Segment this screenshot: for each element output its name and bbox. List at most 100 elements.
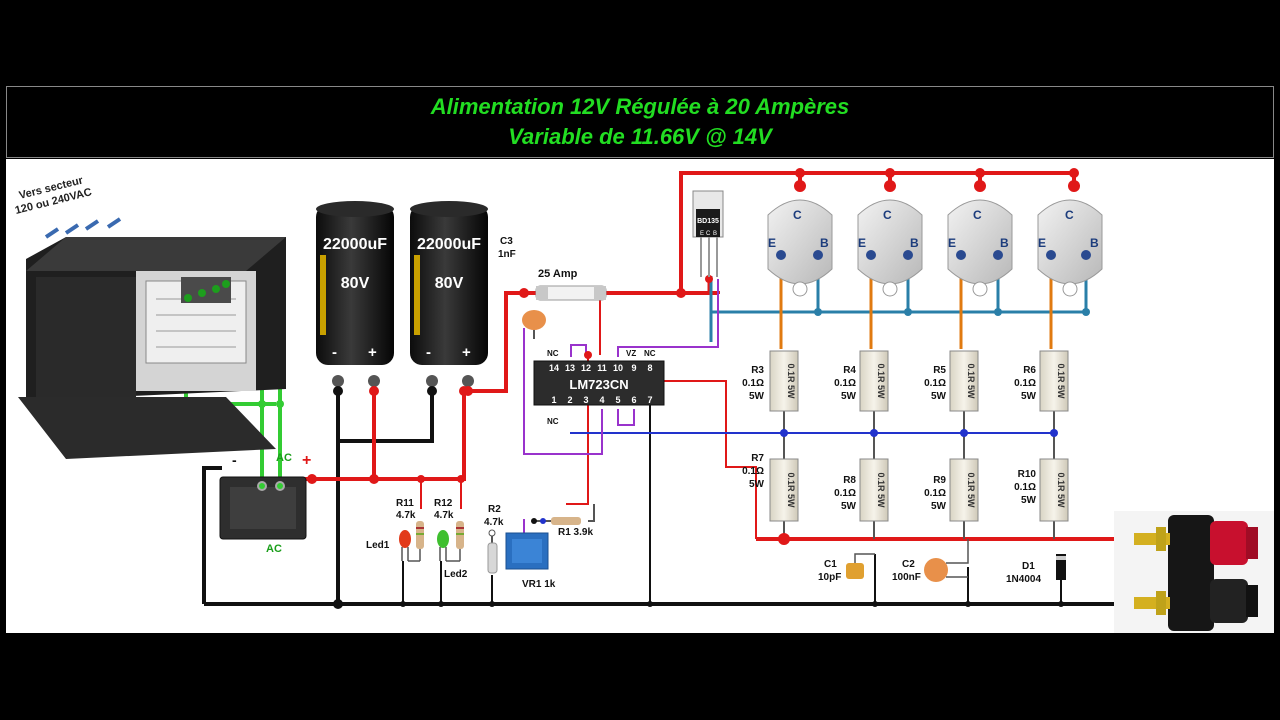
ic-pin-12: 12 — [581, 363, 591, 373]
c2-name: C2 — [902, 559, 915, 570]
t1-emitter: E — [768, 236, 776, 250]
c2-value: 100nF — [892, 572, 921, 583]
r2-resistor: R2 4.7k — [484, 504, 504, 574]
r8-body: 0.1R 5W — [876, 472, 886, 508]
bd135-driver: BD135 E C B — [692, 190, 724, 277]
ic-pin-2: 2 — [567, 395, 572, 405]
cap2-plus: + — [462, 344, 471, 361]
cap2-minus: - — [426, 344, 431, 361]
ic-pin-10: 10 — [613, 363, 623, 373]
resistor-r7: 0.1R 5W R7 0.1Ω 5W — [742, 453, 799, 522]
bridge-ac-bottom-label: AC — [266, 543, 282, 555]
ic-pin-7: 7 — [647, 395, 652, 405]
power-transistor-1: C E B — [767, 180, 833, 297]
r6-value: 0.1Ω — [1014, 378, 1036, 389]
schematic-canvas: Vers secteur 120 ou 240VAC AC AC - + 220… — [6, 159, 1274, 633]
driver-pin-e: E — [700, 231, 704, 237]
r11-value: 4.7k — [396, 510, 416, 521]
cap1-minus: - — [332, 344, 337, 361]
fuse: 25 Amp — [535, 268, 607, 301]
r7-value: 0.1Ω — [742, 466, 764, 477]
r4-body: 0.1R 5W — [876, 363, 886, 399]
resistor-r5: 0.1R 5W R5 0.1Ω 5W — [924, 350, 979, 412]
r3-value: 0.1Ω — [742, 378, 764, 389]
ic-pin-6: 6 — [631, 395, 636, 405]
t4-emitter: E — [1038, 236, 1046, 250]
r8-name: R8 — [843, 475, 856, 486]
d1-name: D1 — [1022, 561, 1035, 572]
ic-pin-8: 8 — [647, 363, 652, 373]
filter-capacitor-2: 22000uF 80V - + — [410, 201, 488, 396]
r10-power: 5W — [1021, 495, 1037, 506]
driver-pin-c: C — [706, 231, 711, 237]
r3-body: 0.1R 5W — [786, 363, 796, 399]
r10-value: 0.1Ω — [1014, 482, 1036, 493]
ic-pin-4: 4 — [599, 395, 604, 405]
ic-minus: - — [538, 401, 542, 415]
lm723-ic: LM723CN - 14 13 12 11 10 9 8 1 2 3 4 5 6… — [533, 349, 665, 426]
title-bar: Alimentation 12V Régulée à 20 Ampères Va… — [6, 86, 1274, 158]
vr1-label: VR1 1k — [522, 579, 556, 590]
ic-pin-1: 1 — [551, 395, 556, 405]
bridge-plus-label: + — [302, 452, 311, 469]
capacitor-c1: C1 10pF — [818, 553, 875, 583]
r4-power: 5W — [841, 391, 857, 402]
t2-base: B — [910, 236, 919, 250]
resistor-r3: 0.1R 5W R3 0.1Ω 5W — [742, 350, 799, 412]
cap2-value: 22000uF — [417, 236, 481, 253]
r1-label: R1 3.9k — [558, 527, 593, 538]
t1-collector: C — [793, 208, 802, 222]
r3-power: 5W — [749, 391, 765, 402]
transformer — [18, 237, 286, 459]
t3-emitter: E — [948, 236, 956, 250]
led-section: R11 4.7k R12 4.7k Led1 Led2 — [366, 498, 468, 580]
output-terminals — [1114, 511, 1274, 633]
c1-value: 10pF — [818, 572, 841, 583]
resistor-r6: 0.1R 5W R6 0.1Ω 5W — [1014, 350, 1069, 412]
driver-name: BD135 — [697, 218, 719, 225]
t4-base: B — [1090, 236, 1099, 250]
title-line-1: Alimentation 12V Régulée à 20 Ampères — [430, 94, 850, 119]
r12-value: 4.7k — [434, 510, 454, 521]
driver-pin-b: B — [713, 231, 717, 237]
r1-resistor: R1 3.9k — [531, 517, 593, 538]
bridge-minus-label: - — [232, 452, 237, 468]
r2-name: R2 — [488, 504, 501, 515]
r5-body: 0.1R 5W — [966, 363, 976, 399]
bridge-rectifier: AC AC - + — [219, 452, 311, 555]
r9-power: 5W — [931, 501, 947, 512]
r8-value: 0.1Ω — [834, 488, 856, 499]
r9-value: 0.1Ω — [924, 488, 946, 499]
ic-name: LM723CN — [569, 377, 628, 392]
r3-name: R3 — [751, 365, 764, 376]
t3-base: B — [1000, 236, 1009, 250]
c1-name: C1 — [824, 559, 837, 570]
filter-capacitor-1: 22000uF 80V - + — [316, 201, 394, 396]
r10-body: 0.1R 5W — [1056, 472, 1066, 508]
ic-nc-bottom: NC — [547, 417, 559, 426]
vr1-trimmer: VR1 1k — [505, 532, 556, 590]
r8-power: 5W — [841, 501, 857, 512]
r7-body: 0.1R 5W — [786, 472, 796, 508]
cap2-voltage: 80V — [435, 275, 464, 292]
r9-body: 0.1R 5W — [966, 472, 976, 508]
capacitor-c2: C2 100nF — [892, 539, 969, 583]
ic-pin-13: 13 — [565, 363, 575, 373]
r7-name: R7 — [751, 453, 764, 464]
led1-label: Led1 — [366, 540, 390, 551]
r12-name: R12 — [434, 498, 453, 509]
r6-body: 0.1R 5W — [1056, 363, 1066, 399]
diode-d1: D1 1N4004 — [1006, 554, 1066, 585]
r5-name: R5 — [933, 365, 946, 376]
r2-value: 4.7k — [484, 517, 504, 528]
ic-pin-5: 5 — [615, 395, 620, 405]
resistor-r8: 0.1R 5W R8 0.1Ω 5W — [834, 458, 889, 522]
power-transistor-2: C E B — [857, 180, 923, 297]
r5-power: 5W — [931, 391, 947, 402]
t2-collector: C — [883, 208, 892, 222]
ic-pin-11: 11 — [597, 363, 607, 373]
bridge-ac-top-label: AC — [276, 452, 292, 464]
schematic-svg: Vers secteur 120 ou 240VAC AC AC - + 220… — [14, 168, 1274, 633]
ic-nc-top-left: NC — [547, 349, 559, 358]
